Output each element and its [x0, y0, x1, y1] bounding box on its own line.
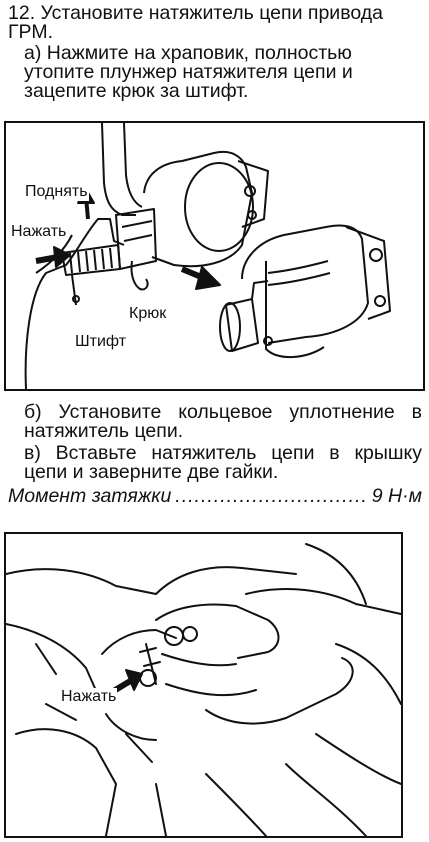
- press-label: Нажать: [10, 223, 68, 241]
- tensioner-figure: Поднять Нажать Крюк Штифт: [4, 121, 425, 391]
- step-b-text: б) Установите кольцевое уплотнение в нат…: [24, 401, 422, 442]
- installation-figure: Нажать: [4, 532, 403, 838]
- step-a-text: а) Нажмите на храповик, полностью утопит…: [24, 42, 353, 102]
- torque-label: Момент затяжки: [8, 485, 172, 507]
- torque-leader-dots: ........................................…: [175, 485, 368, 507]
- lift-label: Поднять: [24, 183, 89, 201]
- installation-drawing: [6, 543, 401, 836]
- torque-value: 9 Н·м: [371, 485, 422, 507]
- pin-label: Штифт: [74, 333, 128, 351]
- hook-label: Крюк: [128, 305, 168, 323]
- step-v-text: в) Вставьте натяжитель цепи в крышку цеп…: [24, 442, 422, 483]
- tensioner-drawing: [24, 123, 391, 389]
- press-label-2: Нажать: [60, 688, 118, 706]
- step-12-heading: 12. Установите натяжитель цепи привода Г…: [8, 2, 383, 43]
- torque-spec: Момент затяжки .........................…: [8, 485, 422, 507]
